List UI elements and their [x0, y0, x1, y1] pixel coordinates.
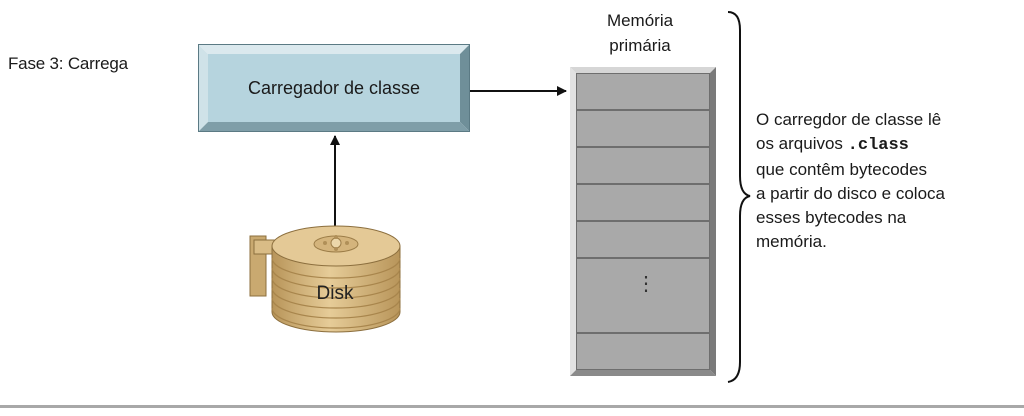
- memory-cell: [576, 333, 710, 370]
- memory-title-line2: primária: [609, 36, 671, 55]
- class-loader-label: Carregador de classe: [247, 77, 421, 98]
- memory-cell: [576, 221, 710, 258]
- memory-title: Memória primária: [570, 8, 710, 58]
- description-line: memória.: [756, 232, 827, 251]
- memory-ellipsis: ⋮: [636, 273, 656, 295]
- memory-cell: [576, 147, 710, 184]
- disk-label: Disk: [316, 283, 354, 304]
- description-text: O carregdor de classe lê os arquivos .cl…: [756, 108, 1016, 254]
- memory-title-line1: Memória: [606, 11, 674, 30]
- description-line: os arquivos .class: [756, 132, 1016, 158]
- description-line: esses bytecodes na: [756, 208, 907, 227]
- class-extension-code: .class: [847, 136, 909, 155]
- description-line: que contêm bytecodes: [756, 160, 928, 179]
- memory-cell: [576, 184, 710, 221]
- bottom-divider: [0, 405, 1024, 408]
- phase-label: Fase 3: Carrega: [8, 54, 128, 73]
- memory-cell: [576, 258, 710, 333]
- description-line-prefix: os arquivos: [756, 134, 848, 153]
- class-loader-box: [198, 44, 470, 132]
- memory-cell: [576, 73, 710, 110]
- right-brace: [727, 11, 751, 383]
- description-line: O carregdor de classe lê: [756, 110, 942, 129]
- disk-icon: [248, 220, 406, 335]
- description-line: a partir do disco e coloca: [756, 184, 945, 203]
- memory-column: ⋮: [570, 67, 716, 376]
- memory-cell: [576, 110, 710, 147]
